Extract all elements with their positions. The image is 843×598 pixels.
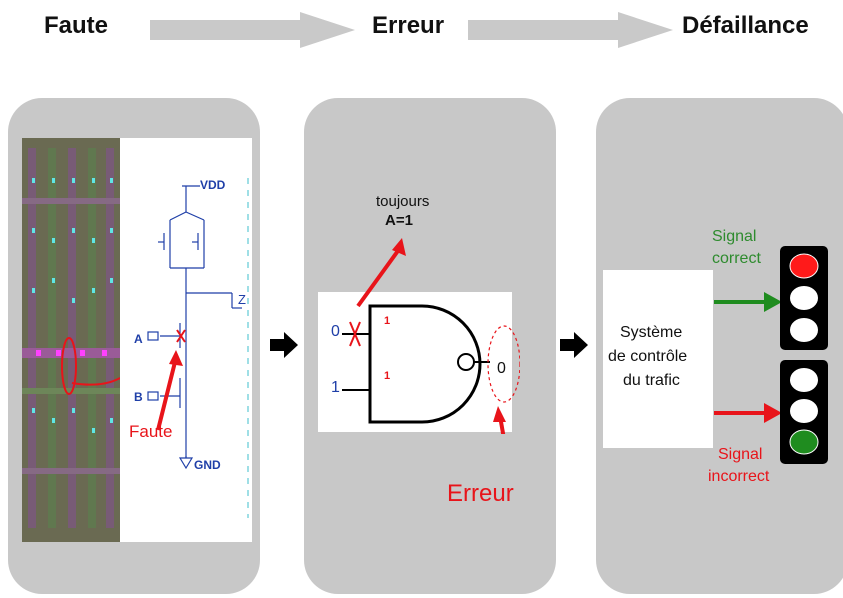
input-b-value: 1 [331, 379, 340, 396]
header-arrow-2 [468, 12, 673, 48]
vdd-label: VDD [200, 178, 226, 192]
signal-incorrect-line-1: Signal [718, 446, 763, 463]
traffic-control-system-box [603, 270, 713, 448]
incorrect-middle-lamp [790, 399, 818, 423]
input-a-label: A [134, 332, 143, 346]
chip-layout-image [22, 138, 120, 542]
correct-red-lamp [789, 253, 819, 279]
arrow-fault-to-error [270, 332, 298, 358]
fault-label: Faute [129, 422, 173, 441]
note-toujours: toujours [376, 193, 430, 210]
system-line-2: de contrôle [608, 348, 688, 365]
note-a-equals-1: A=1 [385, 212, 413, 229]
gnd-label: GND [194, 458, 221, 472]
error-label: Erreur [447, 480, 514, 507]
header-arrow-1 [150, 12, 355, 48]
system-line-1: Système [620, 324, 683, 341]
incorrect-green-lamp [789, 429, 819, 455]
correct-middle-lamp [790, 286, 818, 310]
internal-b-value: 1 [384, 370, 391, 382]
transistor-schematic [120, 138, 252, 542]
output-value: 0 [497, 360, 506, 377]
internal-a-value: 1 [384, 315, 391, 327]
stage-defaillance-title: Défaillance [682, 12, 809, 39]
traffic-signals [714, 246, 828, 464]
stage-faute-title: Faute [44, 12, 109, 39]
stage-erreur-title: Erreur [372, 12, 445, 39]
arrow-error-to-failure [560, 332, 588, 358]
input-a-value: 0 [331, 323, 340, 340]
input-b-label: B [134, 390, 143, 404]
system-line-3: du trafic [623, 372, 680, 389]
signal-correct-line-1: Signal [712, 228, 757, 245]
signal-correct-line-2: correct [712, 250, 761, 267]
nand-gate-diagram [318, 238, 520, 434]
incorrect-top-lamp [790, 368, 818, 392]
signal-incorrect-line-2: incorrect [708, 468, 770, 485]
correct-bottom-lamp [790, 318, 818, 342]
output-z-label: Z [238, 292, 246, 307]
